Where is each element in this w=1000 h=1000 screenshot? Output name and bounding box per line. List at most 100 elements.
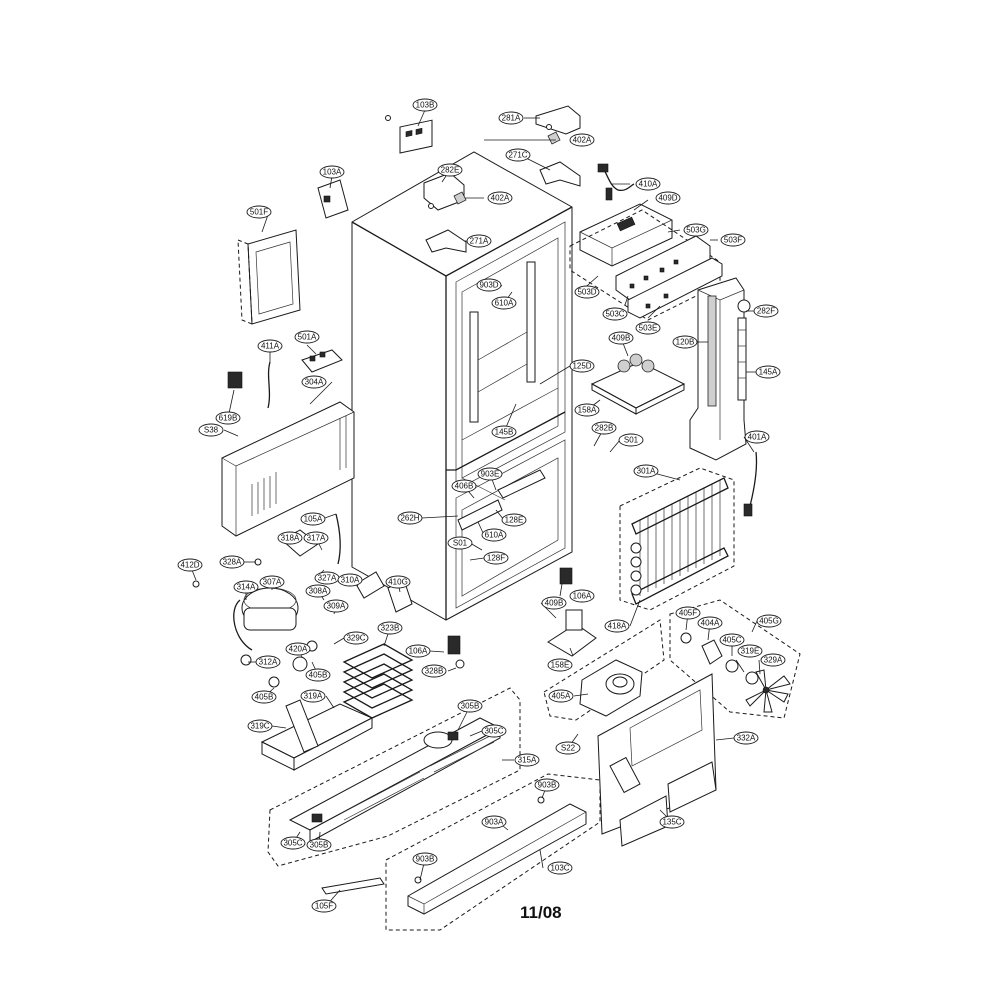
svg-text:145A: 145A [759,368,778,377]
part-tag: 105A [300,512,326,526]
drain-pan [260,699,374,771]
svg-text:S22: S22 [561,744,576,753]
svg-text:318A: 318A [281,534,300,543]
svg-text:308A: 308A [309,587,328,596]
part-tag: 145A [755,365,781,379]
svg-text:103A: 103A [323,168,342,177]
part-tag: 405C [719,633,745,647]
svg-text:405A: 405A [552,692,571,701]
part-tag: 158A [574,403,600,417]
svg-text:305B: 305B [310,841,329,850]
part-tag: 401A [744,430,770,444]
part-tag: 501A [294,330,320,344]
svg-text:319A: 319A [304,692,323,701]
svg-text:125D: 125D [572,362,591,371]
part-tag: 310A [337,573,363,587]
svg-text:610A: 610A [485,531,504,540]
top-parts [385,105,635,253]
part-tag: 309A [323,599,349,613]
svg-text:S01: S01 [624,436,639,445]
part-tag: 405B [251,690,277,704]
part-tag: 332A [733,731,759,745]
part-tag: 307A [259,575,285,589]
part-tag: 106A [405,644,431,658]
svg-text:411A: 411A [261,342,280,351]
part-tag: 305C [481,724,507,738]
left-parts [221,179,355,537]
part-tag: 418A [604,619,630,633]
svg-text:314A: 314A [237,583,256,592]
part-tag: 281A [498,111,524,125]
part-tag: 409B [608,331,634,345]
part-tag: 271C [505,148,531,162]
part-tag: 128F [483,551,509,565]
part-tag: 106A [569,589,595,603]
svg-text:323B: 323B [381,624,400,633]
svg-text:319E: 319E [741,647,760,656]
part-tag: 319A [300,689,326,703]
svg-text:503F: 503F [724,236,742,245]
svg-text:S01: S01 [453,539,468,548]
part-tag: 317A [303,531,329,545]
part-tag: 323B [377,621,403,635]
svg-text:332A: 332A [737,734,756,743]
svg-text:903D: 903D [479,281,498,290]
part-tag: 319E [737,644,763,658]
svg-text:281A: 281A [502,114,521,123]
svg-text:503C: 503C [605,310,624,319]
svg-text:106A: 106A [409,647,428,656]
part-tag: 312A [255,655,281,669]
svg-text:410G: 410G [388,578,408,587]
part-tag: 610A [481,528,507,542]
svg-text:405F: 405F [679,609,697,618]
part-tag: 420A [285,642,311,656]
svg-text:301A: 301A [637,467,656,476]
part-tag: 619B [215,411,241,425]
part-tag: 329A [760,653,786,667]
svg-text:402A: 402A [491,194,510,203]
part-tag: 405B [305,668,331,682]
part-tag: 409D [655,191,681,205]
svg-text:305C: 305C [484,727,503,736]
svg-text:405B: 405B [309,671,328,680]
svg-text:409B: 409B [612,334,631,343]
part-tag: 402A [569,133,595,147]
part-tag: 329C [343,631,369,645]
lower-bottom-parts [447,567,597,669]
svg-text:409D: 409D [658,194,677,203]
svg-text:503D: 503D [577,288,596,297]
part-tag: 405A [548,689,574,703]
svg-text:903A: 903A [485,818,504,827]
part-tag: 404A [697,616,723,630]
svg-text:145B: 145B [495,428,514,437]
svg-text:120B: 120B [676,338,695,347]
svg-text:319C: 319C [250,722,269,731]
svg-text:903B: 903B [538,781,557,790]
part-tag: 105F [311,899,337,913]
svg-text:410A: 410A [639,180,658,189]
part-tag: 328B [421,664,447,678]
part-tag: 128E [501,513,527,527]
evaporator [619,451,758,611]
part-tag: 328A [219,555,245,569]
part-tag: 903A [481,815,507,829]
part-tag: 410G [385,575,411,589]
part-tag: 120B [672,335,698,349]
svg-text:315A: 315A [518,756,537,765]
svg-text:406B: 406B [455,482,474,491]
part-tag: 125D [569,359,595,373]
part-tag: 503G [683,223,709,237]
part-tag: 412D [177,558,203,572]
svg-text:305C: 305C [283,839,302,848]
svg-text:401A: 401A [748,433,767,442]
svg-text:317A: 317A [307,534,326,543]
part-tag: 503D [574,285,600,299]
part-tag: 610A [491,296,517,310]
svg-text:305B: 305B [461,702,480,711]
part-tag: 282F [753,304,779,318]
svg-text:328B: 328B [425,667,444,676]
svg-text:903E: 903E [481,470,500,479]
svg-text:105A: 105A [304,515,323,524]
svg-text:420A: 420A [289,645,308,654]
